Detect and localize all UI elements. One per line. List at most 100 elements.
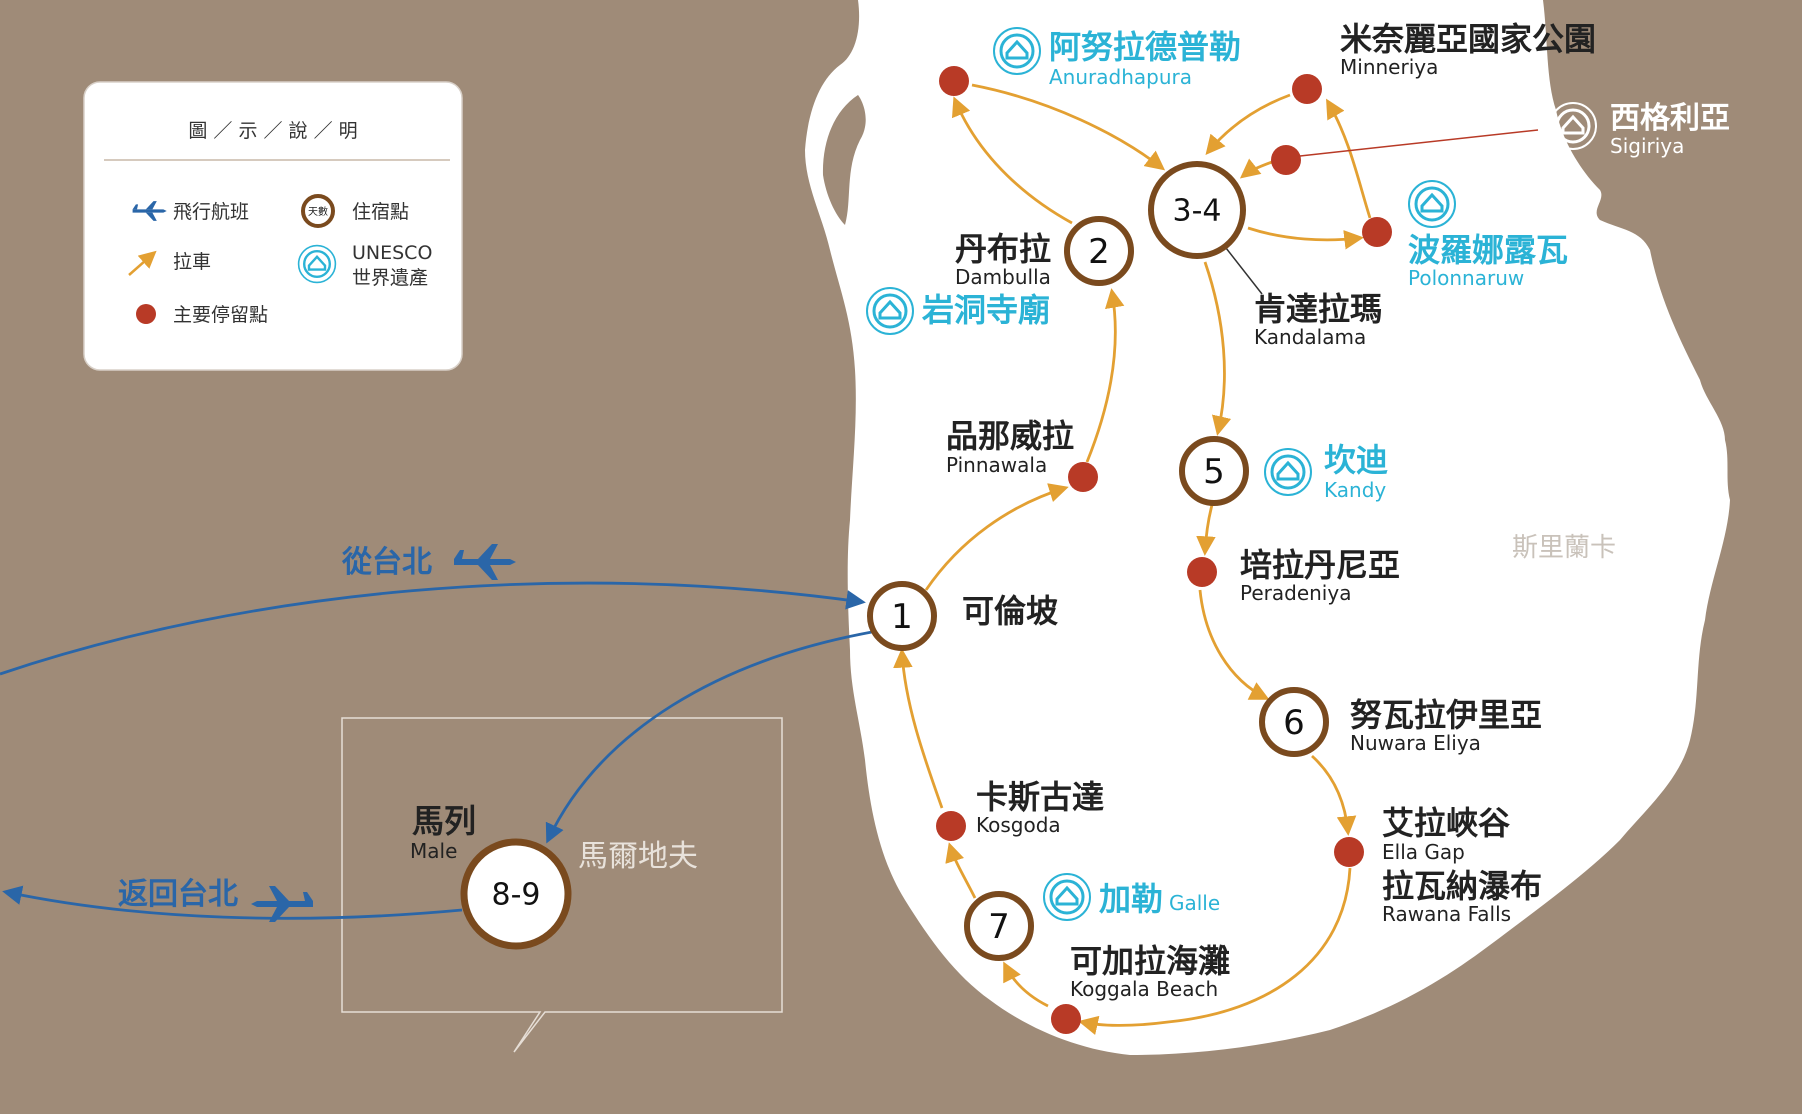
place-male-en: Male: [410, 839, 457, 863]
place-colombo-zh: 可倫坡: [962, 592, 1058, 630]
sigiriya-pointer-line: [1299, 129, 1539, 157]
maldives-label: 馬爾地夫: [578, 839, 698, 874]
legend-lodging-icon: 天數: [301, 194, 335, 228]
stop-dot-koggala[interactable]: [1051, 1004, 1081, 1034]
route-kandalama-polonnaruwa: [1247, 226, 1364, 250]
legend-drive-arrow: [128, 250, 157, 276]
route-minneriya-kandalama: [1205, 93, 1291, 156]
place-kosgoda-zh: 卡斯古達: [976, 778, 1104, 816]
lodging-point-8-9[interactable]: 8-9: [460, 838, 572, 950]
place-ella-en: Ella Gap: [1382, 840, 1465, 864]
place-galle-en: Galle: [1169, 891, 1220, 915]
place-anuradhapura-zh: 阿努拉德普勒: [1049, 28, 1241, 66]
route-ella-koggala: [1078, 867, 1352, 1035]
place-kandy-zh: 坎迪: [1324, 441, 1388, 479]
route-dambulla-anuradhapura: [951, 96, 1073, 225]
place-kandalama-en: Kandalama: [1254, 325, 1366, 349]
flight-colombo-male: [545, 630, 873, 844]
route-sigiriya-kandalama: [1239, 158, 1273, 179]
place-male-zh: 馬列: [412, 802, 476, 840]
legend-lodging-label: 住宿點: [352, 201, 409, 223]
place-peradeniya-en: Peradeniya: [1240, 581, 1351, 605]
lodging-number: 3-4: [1173, 194, 1222, 229]
route-koggala-galle: [1003, 961, 1049, 1008]
legend: 圖 ／ 示 ／ 說 ／ 明 飛行航班 天數 住宿點 拉車 UNESCO 世界遺產…: [83, 81, 463, 371]
lodging-number: 1: [891, 597, 913, 637]
lodging-point-3-4[interactable]: 3-4: [1148, 161, 1246, 259]
route-peradeniya-nuwara: [1198, 589, 1270, 700]
route-kandalama-kandy: [1203, 261, 1232, 436]
place-pinnawala-zh: 品那威拉: [946, 417, 1074, 455]
place-sigiriya-zh: 西格利亞: [1610, 101, 1730, 136]
route-polonnaruwa-minneriya: [1326, 98, 1372, 219]
place-minneriya-en: Minneriya: [1340, 55, 1438, 79]
lodging-number: 2: [1088, 232, 1110, 272]
airplane-icon: [251, 886, 313, 922]
route-anuradhapura-kandalama: [971, 83, 1166, 171]
lodging-point-7[interactable]: 7: [964, 891, 1034, 961]
place-dambulla-zh: 丹布拉: [955, 230, 1051, 268]
legend-lodging-badge: 天數: [308, 205, 328, 218]
stop-dot-minneriya[interactable]: [1292, 74, 1322, 104]
lodging-number: 5: [1203, 452, 1225, 492]
kandalama-pointer-line: [1225, 247, 1263, 295]
flight-routes: [0, 581, 873, 920]
place-koggala-zh: 可加拉海灘: [1070, 942, 1230, 980]
legend-unesco-line2: 世界遺產: [352, 267, 428, 289]
place-pinnawala-en: Pinnawala: [946, 453, 1047, 477]
route-colombo-pinnawala: [924, 483, 1069, 591]
legend-unesco-line1: UNESCO: [352, 242, 432, 264]
mannar-lagoon: [822, 95, 866, 225]
place-ella-zh: 艾拉峽谷: [1382, 804, 1510, 842]
route-nuwara-ella: [1311, 754, 1357, 836]
flight-male-taipei: [2, 885, 463, 920]
legend-title: 圖 ／ 示 ／ 說 ／ 明: [188, 120, 357, 142]
stop-dot-anuradhapura[interactable]: [939, 66, 969, 96]
lodging-number: 6: [1283, 703, 1305, 743]
legend-flight-label: 飛行航班: [173, 201, 249, 223]
place-sigiriya-en: Sigiriya: [1610, 134, 1684, 158]
place-polonnaruwa-en: Polonnaruw: [1408, 266, 1524, 290]
drive-routes: [893, 83, 1372, 1035]
place-nuwara-zh: 努瓦拉伊里亞: [1350, 696, 1542, 734]
stop-dot-pinnawala[interactable]: [1068, 462, 1098, 492]
stop-dot-ella-gap[interactable]: [1334, 837, 1364, 867]
legend-panel: [83, 81, 463, 371]
sri-lanka-label: 斯里蘭卡: [1512, 533, 1616, 563]
unesco-icon: [1548, 101, 1598, 151]
maldives-inset-box: [341, 717, 783, 1053]
route-galle-kosgoda: [945, 842, 977, 899]
place-koggala-en: Koggala Beach: [1070, 977, 1218, 1001]
route-kosgoda-colombo: [893, 648, 944, 809]
place-minneriya-zh: 米奈麗亞國家公園: [1340, 20, 1596, 58]
place-kandy-en: Kandy: [1324, 478, 1386, 502]
stop-dot-peradeniya[interactable]: [1187, 557, 1217, 587]
place-cave-temple-zh: 岩洞寺廟: [922, 291, 1050, 329]
legend-drive-label: 拉車: [173, 251, 211, 273]
lodging-point-2[interactable]: 2: [1064, 216, 1134, 286]
airplane-icon: [454, 544, 516, 580]
lodging-point-6[interactable]: 6: [1259, 687, 1329, 757]
place-rawana-en: Rawana Falls: [1382, 902, 1511, 926]
route-pinnawala-dambulla: [1085, 288, 1125, 463]
stop-dot-kosgoda[interactable]: [936, 811, 966, 841]
sri-lanka-landmass: [805, 0, 1730, 1055]
legend-flight-icon: [132, 201, 167, 221]
lodging-number: 7: [988, 907, 1010, 947]
legend-stop-dot: [136, 304, 156, 324]
lodging-number: 8-9: [492, 878, 541, 913]
place-anuradhapura-en: Anuradhapura: [1049, 65, 1192, 89]
place-dambulla-en: Dambulla: [955, 265, 1051, 289]
from-taipei-label: 從台北: [341, 545, 432, 580]
stop-dot-polonnaruwa[interactable]: [1362, 217, 1392, 247]
legend-stop-label: 主要停留點: [173, 304, 268, 326]
flight-taipei-colombo: [0, 581, 866, 676]
stop-dot-sigiriya[interactable]: [1271, 145, 1301, 175]
lodging-point-1[interactable]: 1: [867, 581, 937, 651]
place-rawana-zh: 拉瓦納瀑布: [1382, 867, 1542, 905]
return-taipei-label: 返回台北: [118, 877, 238, 912]
place-peradeniya-zh: 培拉丹尼亞: [1240, 546, 1400, 584]
route-kandy-peradeniya: [1196, 504, 1216, 556]
lodging-point-5[interactable]: 5: [1179, 436, 1249, 506]
